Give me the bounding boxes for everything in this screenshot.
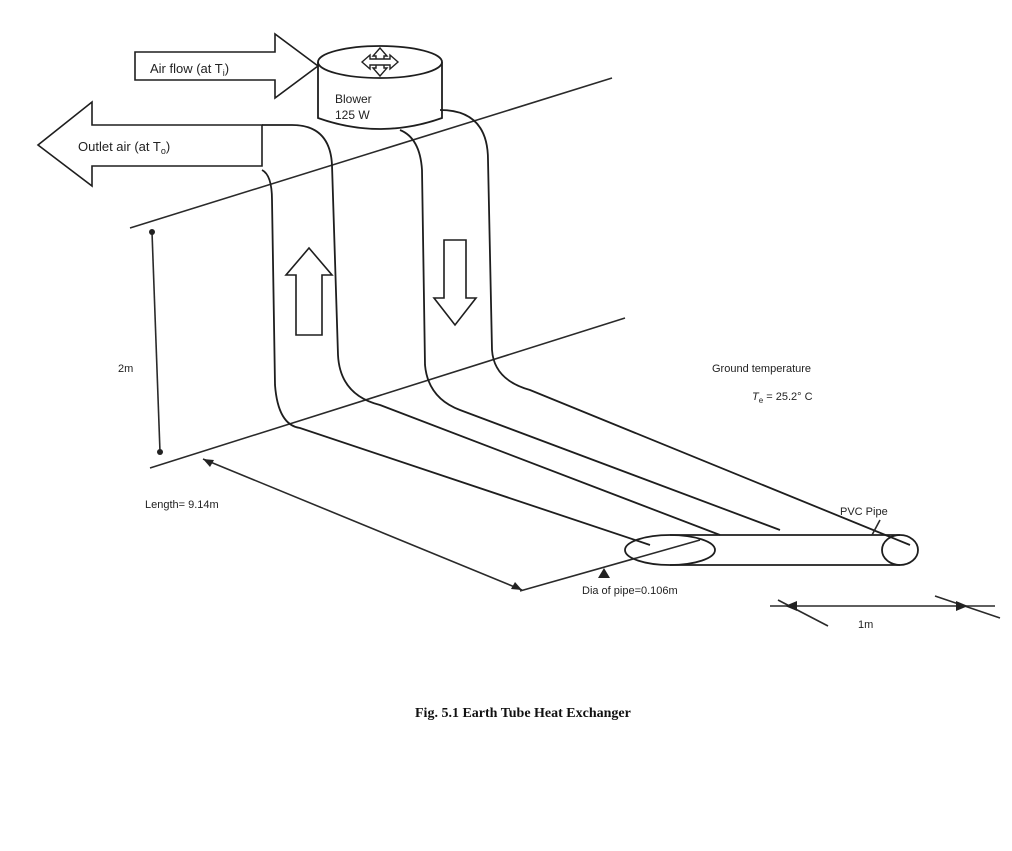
length-arrowhead-start [203,459,214,467]
outlet-pipe-outer-wall [262,124,721,536]
blower-label-line1: Blower [335,92,372,106]
depth-dimension-line [151,231,161,453]
air-flow-arrow [134,32,320,100]
length-label: Length= 9.14m [145,499,219,511]
pvc-pipe-end-right [881,534,919,566]
pvc-pipe-label: PVC Pipe [840,506,888,518]
depth-dimension-bottom-dot [157,449,163,455]
length-dimension-line [202,458,523,591]
blower-fan-icon [360,46,400,78]
depth-label: 2m [118,363,133,375]
up-flow-arrow [284,246,334,336]
dia-pipe-label: Dia of pipe=0.106m [582,585,678,597]
inlet-pipe-inner-wall [399,129,781,531]
pvc-pipe-cross-section [624,534,716,566]
outlet-pipe-inner-wall [261,169,651,546]
ground-plane-upper-line [129,77,613,229]
ground-temperature-value: Te = 25.2° C [752,391,813,405]
length-arrowhead-end [511,582,522,590]
spacing-tick-right [934,595,1001,619]
spacing-tick-left [777,599,829,627]
blower-label-line2: 125 W [335,108,370,122]
dia-base-line [519,539,701,592]
ground-temperature-title: Ground temperature [712,363,811,375]
depth-dimension-top-dot [149,229,155,235]
outlet-air-label: Outlet air (at To) [78,139,170,156]
figure-caption: Fig. 5.1 Earth Tube Heat Exchanger [415,706,631,721]
blower-body [317,62,443,130]
pvc-pipe-leader [871,519,881,536]
ground-plane-lower-line [149,317,626,469]
down-flow-arrow [432,239,478,327]
spacing-label: 1m [858,619,873,631]
dia-pipe-pointer [598,568,610,578]
spacing-arrowhead-left [785,601,797,611]
air-flow-label: Air flow (at Ti) [150,61,229,78]
spacing-arrowhead-right [956,601,968,611]
inlet-pipe-outer-wall [439,109,911,546]
blower-top [317,45,443,79]
outlet-air-arrow [36,100,263,188]
